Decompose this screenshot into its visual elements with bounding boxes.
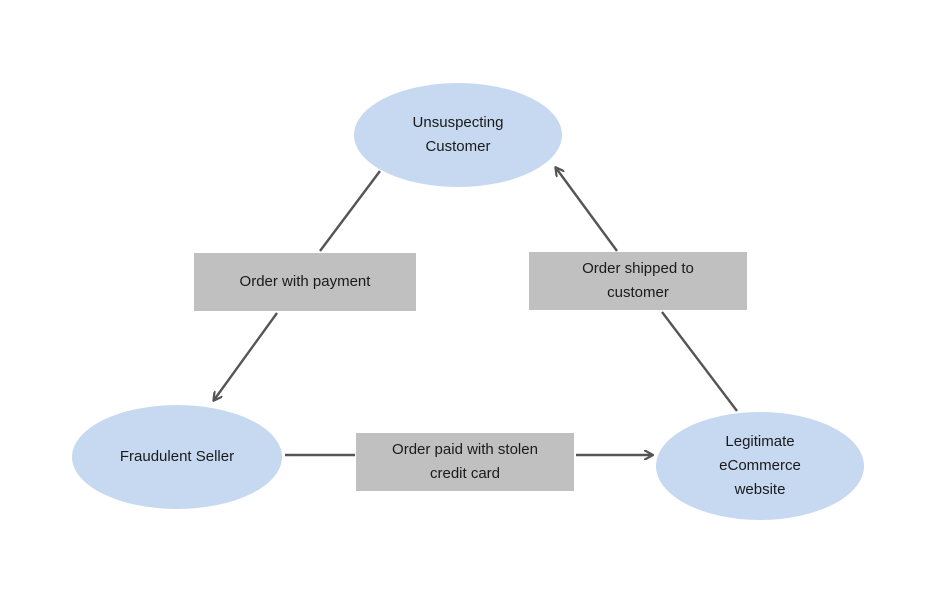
node-fraudulent-seller: Fraudulent Seller (72, 405, 282, 509)
edge-customer-seller-lower (214, 312, 278, 400)
node-customer-label: Unsuspecting Customer (412, 114, 504, 155)
edge-label-order-shipped: Order shipped to customer (529, 252, 747, 310)
node-website-label: Legitimate eCommerce website (719, 433, 801, 498)
edge-label-stolen-credit-card: Order paid with stolen credit card (356, 433, 574, 491)
edge-label-shipped-text: Order shipped to customer (582, 260, 694, 301)
edge-website-customer-lower (661, 311, 738, 412)
edge-customer-seller-upper (319, 170, 381, 252)
node-seller-label: Fraudulent Seller (119, 448, 235, 465)
node-unsuspecting-customer: Unsuspecting Customer (354, 83, 562, 187)
node-legitimate-ecommerce-website: Legitimate eCommerce website (656, 412, 864, 520)
edge-label-payment-text: Order with payment (239, 273, 371, 290)
edge-label-stolen-text: Order paid with stolen credit card (392, 441, 538, 482)
edge-label-order-with-payment: Order with payment (194, 253, 416, 311)
edge-website-customer-upper (556, 168, 618, 252)
